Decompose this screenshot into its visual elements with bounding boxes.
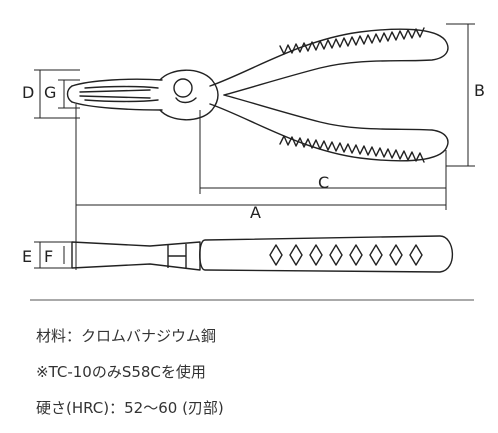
dimension-lines-side [34,241,76,269]
side-handle-outline [199,235,454,273]
spec-hardness: 硬さ(HRC)：52～60 (刃部) [36,399,224,417]
spec-material: 材料：クロムバナジウム鋼 [36,327,217,345]
jaw-inner-line [84,85,159,103]
pivot-inner [175,97,197,104]
dimension-label-g: G [44,83,56,102]
side-view-pliers [71,235,454,273]
pivot-head [159,69,219,121]
lower-handle-outline [209,94,449,162]
dimension-label-f: F [44,247,53,266]
upper-handle-outline [209,28,449,96]
dimension-label-e: E [22,247,32,266]
upper-jaw [71,78,163,87]
jaw-tip [66,85,73,103]
lower-jaw [71,101,163,111]
dimension-label-b: B [474,81,485,100]
dimension-lines-top [34,23,475,270]
top-view-pliers [66,27,449,163]
upper-grip-teeth [279,27,425,55]
jaw-gap [79,89,151,99]
dimension-label-d: D [22,83,34,102]
dimension-label-a: A [250,203,261,222]
lower-grip-teeth [279,135,425,163]
dimension-label-c: C [318,173,329,192]
spec-note: ※TC-10のみS58Cを使用 [36,363,206,381]
pivot-circle [173,78,193,98]
side-grip-diamonds [269,244,423,266]
